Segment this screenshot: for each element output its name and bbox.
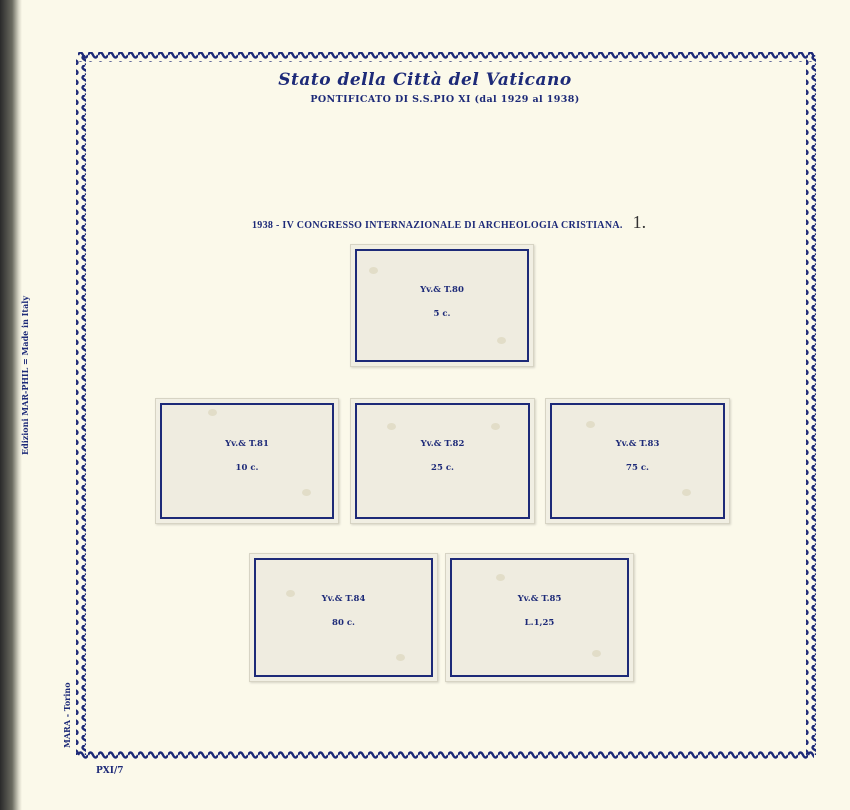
stamp-face-value: 80 c.	[332, 618, 355, 628]
stamp-catalog-number: Yv.& T.84	[321, 594, 366, 604]
stamp-mount: Yv.& T.80 5 c.	[350, 244, 534, 367]
page-subtitle: PONTIFICATO DI S.S.PIO XI (dal 1929 al 1…	[310, 94, 580, 105]
publisher-label: Edizioni MAR-PHIL = Made in Italy	[20, 296, 30, 455]
stamp-mount: Yv.& T.83 75 c.	[545, 398, 730, 524]
stamp-face-value: 25 c.	[431, 463, 454, 473]
handwritten-mark: 1.	[632, 212, 647, 232]
stamp-catalog-number: Yv.& T.82	[420, 439, 465, 449]
series-title: 1938 - IV CONGRESSO INTERNAZIONALE DI AR…	[252, 220, 623, 231]
stamp-mount: Yv.& T.85 L.1,25	[445, 553, 634, 682]
stamp-mount: Yv.& T.81 10 c.	[155, 398, 339, 524]
series-heading: 1938 - IV CONGRESSO INTERNAZIONALE DI AR…	[252, 212, 646, 233]
stamp-face-value: L.1,25	[524, 618, 555, 628]
stamp-catalog-number: Yv.& T.83	[615, 439, 660, 449]
stamp-catalog-number: Yv.& T.85	[517, 594, 562, 604]
page-title: Stato della Città del Vaticano	[278, 70, 572, 90]
stamp-mount: Yv.& T.84 80 c.	[249, 553, 438, 682]
stamp-face-value: 10 c.	[235, 463, 259, 473]
page-number: PXI/7	[96, 766, 124, 776]
stamp-face-value: 75 c.	[626, 463, 649, 473]
album-spine-shadow	[0, 0, 22, 810]
printer-label: MARA - Torino	[62, 682, 72, 748]
stamp-catalog-number: Yv.& T.81	[225, 439, 269, 449]
stamp-face-value: 5 c.	[433, 309, 451, 319]
stamp-mount: Yv.& T.82 25 c.	[350, 398, 535, 524]
stamp-catalog-number: Yv.& T.80	[420, 285, 464, 295]
